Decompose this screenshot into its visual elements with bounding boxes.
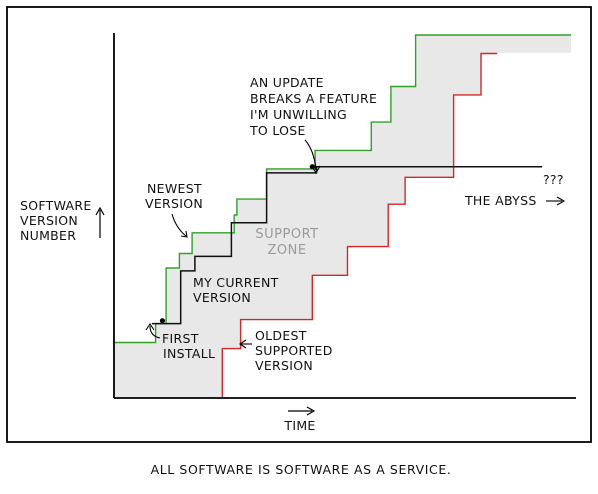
first-install-pointer — [149, 325, 161, 339]
current-version-label-line-2: VERSION — [193, 290, 251, 305]
y-axis-label-line-2: VERSION — [20, 213, 78, 228]
x-axis-arrow-icon — [288, 406, 316, 416]
support-zone-label-line-1: SUPPORT — [255, 227, 318, 242]
abyss-label: THE ABYSS — [464, 193, 537, 208]
newest-version-label-line-1: NEWEST — [147, 181, 202, 196]
first-install-label-line-2: INSTALL — [163, 346, 215, 361]
y-axis-label-line-1: SOFTWARE — [20, 198, 92, 213]
newest-version-pointer — [171, 213, 187, 237]
y-axis-label-line-3: NUMBER — [20, 228, 76, 243]
comic-caption: ALL SOFTWARE IS SOFTWARE AS A SERVICE. — [151, 462, 452, 477]
update-breaks-pointer-arrow-icon — [311, 165, 321, 175]
oldest-version-pointer-arrow-icon — [239, 339, 247, 349]
first-install-label-line-1: FIRST — [162, 331, 199, 346]
update-breaks-pointer — [304, 139, 317, 171]
oldest-version-line — [221, 52, 498, 398]
oldest-version-label-line-3: VERSION — [255, 358, 313, 373]
oldest-version-label-line-2: SUPPORTED — [255, 343, 333, 358]
support-zone-label-line-2: ZONE — [267, 243, 306, 258]
newest-version-label-line-2: VERSION — [145, 196, 203, 211]
first-install-pointer-arrow-icon — [145, 323, 155, 331]
newest-version-line — [114, 34, 571, 344]
first-install-dot — [159, 318, 166, 324]
current-version-label-line-1: MY CURRENT — [193, 275, 279, 290]
oldest-version-label-line-1: OLDEST — [255, 328, 307, 343]
panel-border — [6, 6, 592, 443]
x-axis-label: TIME — [283, 418, 315, 433]
update-breaks-label-line-4: TO LOSE — [249, 123, 306, 138]
newest-version-pointer-arrow-icon — [180, 230, 188, 238]
abyss-question-marks: ??? — [543, 172, 564, 187]
update-breaks-label-line-1: AN UPDATE — [250, 75, 324, 90]
update-breaks-label-line-2: BREAKS A FEATURE — [250, 91, 377, 106]
y-axis-arrow-icon — [95, 206, 105, 238]
support-zone-region — [114, 35, 571, 398]
abyss-arrow-icon — [556, 196, 566, 206]
update-breaks-label-line-3: I'M UNWILLING — [250, 107, 347, 122]
